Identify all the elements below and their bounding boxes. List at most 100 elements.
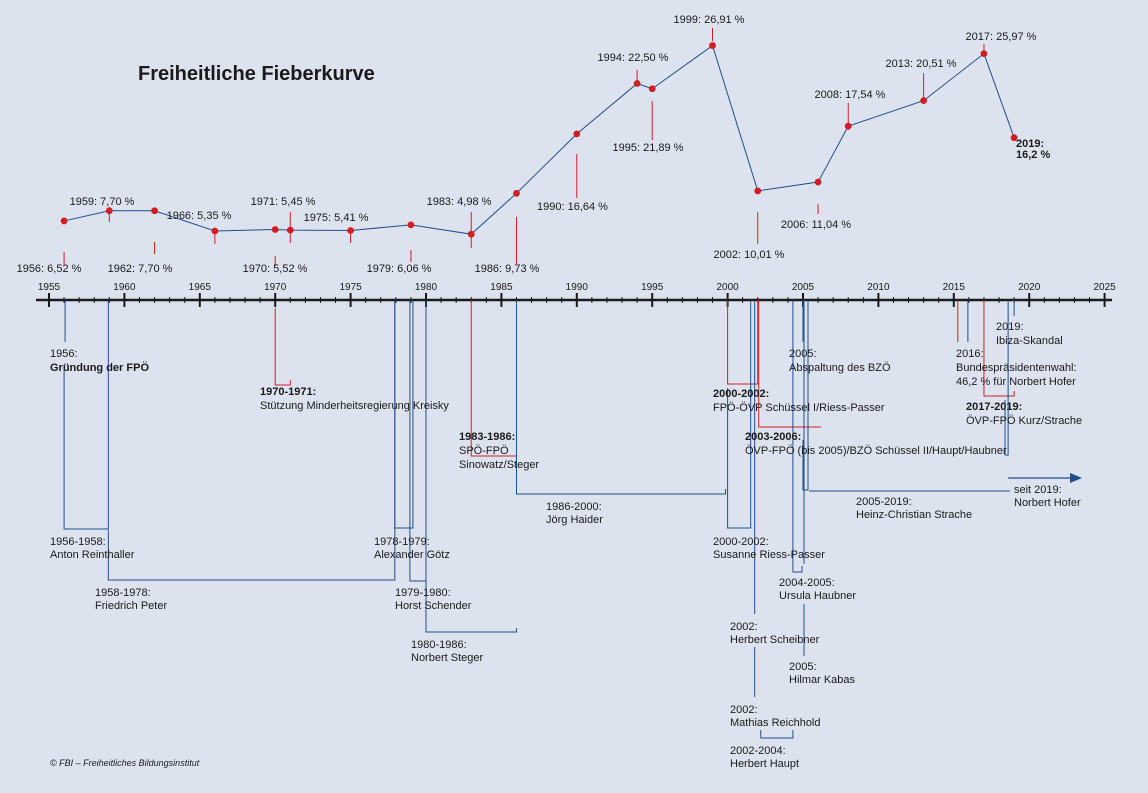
x-tick-label-1970: 1970 (264, 282, 287, 293)
x-tick-label-1975: 1975 (339, 282, 362, 293)
event-year-2: 1983-1986: (459, 431, 515, 443)
leader-name-7: Herbert Scheibner (730, 634, 820, 646)
data-point-2002 (754, 187, 762, 195)
leader-period-7: 2002: (730, 621, 758, 633)
leader-name-11: Hilmar Kabas (789, 674, 856, 686)
event-year-1956: 1956: (50, 348, 78, 360)
data-label-1983: 1983: 4,98 % (427, 196, 492, 208)
x-tick-label-1990: 1990 (566, 282, 589, 293)
data-point-2013 (920, 97, 928, 105)
x-tick-label-2000: 2000 (716, 282, 739, 293)
data-point-1975 (347, 227, 354, 234)
leader-period-2: 1978-1979: (374, 536, 430, 548)
data-point-2017 (980, 50, 988, 58)
data-label-1986: 1986: 9,73 % (475, 263, 540, 275)
gov-bracket-1970 (274, 308, 291, 386)
x-tick-label-1955: 1955 (38, 282, 61, 293)
data-point-1983 (467, 230, 475, 238)
leader-line-2019 (1004, 300, 1009, 456)
event-year-3: 2000-2002: (713, 388, 769, 400)
data-point-1971 (286, 226, 294, 234)
data-label-1990: 1990: 16,64 % (537, 201, 608, 213)
data-label-2017: 2017: 25,97 % (966, 31, 1037, 43)
x-tick-label-1995: 1995 (641, 282, 664, 293)
event-text2-2: Sinowatz/Steger (459, 459, 539, 471)
data-label-1959: 1959: 7,70 % (70, 196, 135, 208)
data-label-2019-value: 16,2 % (1016, 149, 1050, 161)
event-year-1: 1970-1971: (260, 386, 316, 398)
leader-name-8: Mathias Reichhold (730, 717, 821, 729)
data-label-1956: 1956: 6,52 % (17, 263, 82, 275)
leader-period-11: 2005: (789, 661, 817, 673)
data-point-1956 (60, 217, 68, 225)
leader-name-0: Anton Reinthaller (50, 549, 135, 561)
x-tick-label-1960: 1960 (113, 282, 136, 293)
leader-name-13: Norbert Hofer (1014, 497, 1081, 509)
event-text-5: Abspaltung des BZÖ (789, 362, 891, 374)
leader-name-12: Heinz-Christian Strache (856, 509, 972, 521)
data-point-1994 (633, 80, 641, 87)
leader-period-9: 2002-2004: (730, 745, 786, 757)
event-text-7: ÖVP-FPÖ Kurz/Strache (966, 415, 1082, 427)
event-text-8: Ibiza-Skandal (996, 335, 1063, 347)
data-label-1994: 1994: 22,50 % (598, 52, 669, 64)
data-point-1986 (513, 189, 520, 197)
x-tick-label-1965: 1965 (189, 282, 212, 293)
leader-period-1: 1958-1978: (95, 587, 151, 599)
leader-line-2004b (792, 566, 803, 573)
leader-name-2: Alexander Götz (374, 549, 450, 561)
leader-line-2005c (802, 300, 809, 491)
series-line (63, 44, 1015, 235)
data-point-1995 (648, 85, 656, 93)
data-point-1959 (105, 207, 113, 215)
gov-bracket-2003 (758, 300, 822, 428)
event-year-5: 2005: (789, 348, 817, 360)
data-point-2008 (844, 122, 852, 130)
x-tick-label-2005: 2005 (792, 282, 815, 293)
leader-bracket-2000 (727, 300, 752, 529)
gov-bracket-2017 (983, 300, 1015, 397)
leader-period-10: 2004-2005: (779, 577, 835, 589)
copyright-footer: © FBI – Freiheitliches Bildungsinstitut (50, 758, 200, 768)
leader-name-10: Ursula Haubner (779, 590, 856, 602)
x-tick-label-1980: 1980 (415, 282, 438, 293)
data-point-1979 (407, 221, 415, 229)
leader-period-8: 2002: (730, 704, 758, 716)
x-tick-label-1985: 1985 (490, 282, 513, 293)
event-text-3: FPÖ-ÖVP Schüssel I/Riess-Passer (713, 402, 885, 414)
leader-period-4: 1980-1986: (411, 639, 467, 651)
data-point-2019 (1010, 134, 1018, 142)
data-point-1970 (271, 226, 279, 233)
gov-bracket-1983 (470, 300, 517, 457)
event-year-6: 2016: (956, 348, 984, 360)
leader-name-5: Jörg Haider (546, 514, 603, 526)
event-text-1: Stützung Minderheitsregierung Kreisky (260, 400, 449, 412)
x-tick-label-2015: 2015 (943, 282, 966, 293)
event-text-6: Bundespräsidentenwahl: (956, 362, 1076, 374)
leader-name-4: Norbert Steger (411, 652, 483, 664)
data-label-1970: 1970: 5,52 % (243, 263, 308, 275)
leader-bracket-1986 (515, 300, 727, 495)
data-point-2006 (814, 178, 822, 186)
data-label-1971: 1971: 5,45 % (251, 196, 316, 208)
event-year-4: 2003-2006: (745, 431, 801, 443)
leader-period-3: 1979-1980: (395, 587, 451, 599)
leader-name-1: Friedrich Peter (95, 600, 167, 612)
x-tick-label-2010: 2010 (867, 282, 890, 293)
data-label-1979: 1979: 6,06 % (367, 263, 432, 275)
event-text-4: ÖVP-FPÖ (bis 2005)/BZÖ Schüssel II/Haupt… (745, 445, 1007, 457)
event-text-2: SPÖ-FPÖ (459, 445, 509, 457)
arrow-head-hofer (1070, 473, 1082, 483)
gov-bracket-2000 (727, 300, 759, 385)
x-tick-label-2020: 2020 (1018, 282, 1041, 293)
leader-period-6: 2000-2002: (713, 536, 769, 548)
leader-period-13: seit 2019: (1014, 484, 1062, 496)
event-year-7: 2017-2019: (966, 401, 1022, 413)
leader-bracket-1958 (107, 300, 396, 581)
x-tick-label-2025: 2025 (1093, 282, 1116, 293)
event-year-8: 2019: (996, 321, 1024, 333)
data-label-2019: 2019: (1016, 138, 1044, 150)
data-point-1966 (211, 227, 219, 235)
data-label-2013: 2013: 20,51 % (886, 58, 957, 70)
data-label-1962: 1962: 7,70 % (108, 263, 173, 275)
